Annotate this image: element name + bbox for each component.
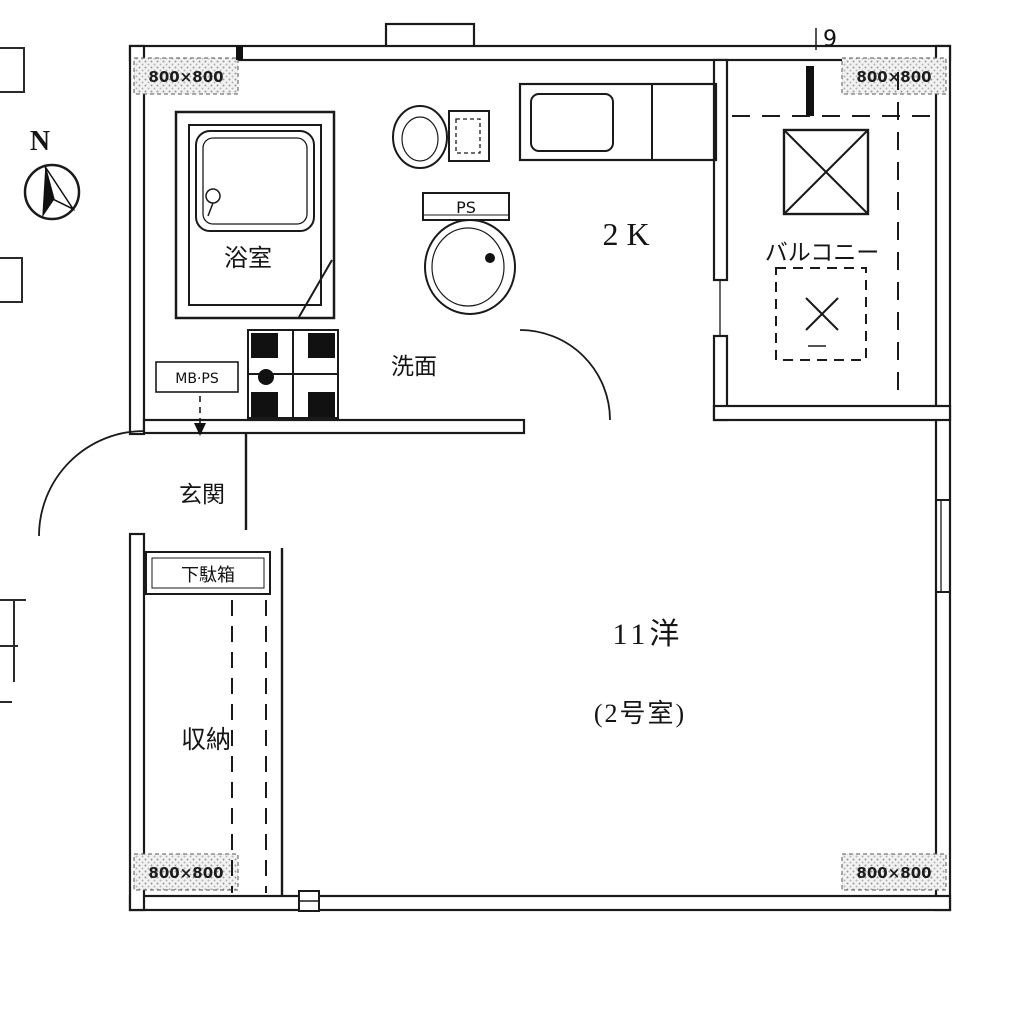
floor-mark-label: 9 bbox=[823, 27, 837, 52]
interior-walls bbox=[142, 58, 952, 435]
bath-drain bbox=[205, 188, 221, 204]
column-sections: 800×800 800×800 800×800 800×800 bbox=[133, 57, 947, 891]
bathroom-door-leaf bbox=[298, 259, 333, 318]
balcony-label: バルコニー bbox=[765, 240, 880, 265]
wash-basin bbox=[424, 219, 516, 315]
balcony-hatch-area bbox=[775, 267, 867, 361]
shoe-cabinet: 下駄箱 bbox=[145, 551, 271, 595]
washroom-label: 洗面 bbox=[391, 354, 437, 379]
balcony-wall-tick bbox=[806, 66, 814, 116]
storage-label: 収納 bbox=[181, 726, 231, 754]
toilet bbox=[392, 105, 490, 169]
column-bottom-right bbox=[841, 853, 947, 891]
main-room-label: 11洋 bbox=[613, 618, 684, 651]
hall-door-swing bbox=[519, 329, 611, 421]
compass-north-label: N bbox=[30, 126, 50, 157]
adjacent-unit-fragments bbox=[0, 47, 26, 703]
ps-label: PS bbox=[456, 198, 476, 217]
column-size-top-left: 800×800 bbox=[148, 68, 223, 86]
down-arrow-icon bbox=[194, 423, 206, 436]
mb-ps-label: MB·PS bbox=[175, 371, 219, 387]
column-size-bottom-right: 800×800 bbox=[856, 864, 931, 882]
shaft-dot bbox=[258, 369, 274, 385]
balcony bbox=[732, 72, 930, 402]
pipe-shaft bbox=[247, 329, 339, 419]
bathtub bbox=[195, 130, 315, 232]
shoe-cabinet-label: 下駄箱 bbox=[181, 565, 235, 585]
right-wall-window bbox=[936, 499, 950, 593]
washer-pan bbox=[782, 128, 870, 216]
floor-mark: 9 bbox=[815, 27, 837, 52]
balcony-window bbox=[714, 279, 727, 337]
compass-needle-icon bbox=[42, 166, 76, 218]
kitchen-counter bbox=[518, 82, 718, 162]
column-top-right bbox=[841, 57, 947, 95]
toilet-tank bbox=[448, 110, 490, 162]
bathroom bbox=[174, 110, 336, 320]
column-size-bottom-left: 800×800 bbox=[148, 864, 223, 882]
entrance-door-swing bbox=[38, 430, 145, 537]
wall-tick bbox=[236, 46, 243, 60]
bathroom-label: 浴室 bbox=[224, 245, 272, 272]
column-bottom-left bbox=[133, 853, 239, 891]
ps-box: PS bbox=[422, 192, 510, 221]
column-size-top-right: 800×800 bbox=[856, 68, 931, 86]
kitchen-sink bbox=[530, 93, 614, 152]
compass-circle bbox=[23, 163, 81, 221]
column-top-left bbox=[133, 57, 239, 95]
main-room-number: (2号室) bbox=[594, 699, 686, 728]
bottom-wall-mark bbox=[298, 890, 320, 912]
storage-closet bbox=[231, 548, 284, 896]
meter-box: MB·PS bbox=[155, 361, 239, 436]
outer-walls bbox=[128, 22, 952, 912]
entrance-label: 玄関 bbox=[179, 482, 225, 507]
kitchen-label: 2K bbox=[602, 216, 657, 252]
compass: N bbox=[23, 126, 81, 221]
basin-faucet bbox=[485, 253, 495, 263]
